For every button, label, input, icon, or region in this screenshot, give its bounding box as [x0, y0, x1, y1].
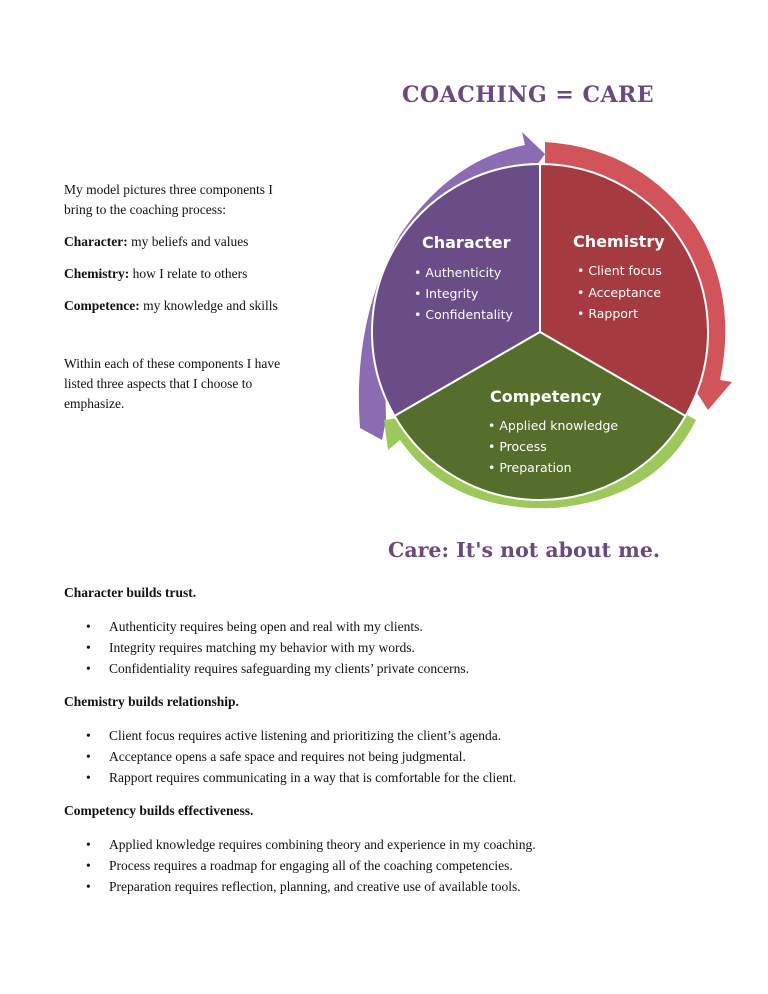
- section-heading-character: Character builds trust.: [64, 585, 197, 600]
- intro-desc: my beliefs and values: [127, 234, 249, 249]
- bullet-icon: •: [86, 749, 91, 764]
- sections: Character builds trust. • Authenticity re…: [64, 584, 744, 911]
- list-item-text: Preparation requires reflection, plannin…: [109, 879, 521, 894]
- list-item: • Applied knowledge requires combining th…: [64, 834, 744, 855]
- bullet-icon: •: [86, 879, 91, 894]
- competency-heading: Competency: [490, 387, 602, 406]
- bullet-icon: •: [86, 640, 91, 655]
- intro-paragraph: My model pictures three components I bri…: [64, 182, 273, 217]
- list-item: • Client focus requires active listening …: [64, 725, 744, 746]
- list-item: • Authenticity requires being open and re…: [64, 616, 744, 637]
- intro-term: Competence:: [64, 298, 140, 313]
- intro-item-competence: Competence: my knowledge and skills: [64, 296, 304, 316]
- care-tagline: Care: It's not about me.: [388, 538, 661, 562]
- intro-desc: my knowledge and skills: [139, 298, 278, 313]
- chemistry-item: • Client focus: [577, 263, 662, 278]
- competency-item: • Applied knowledge: [488, 418, 618, 433]
- chemistry-segment: [539, 162, 709, 418]
- list-item: • Acceptance opens a safe space and requi…: [64, 746, 744, 767]
- list-item: • Confidentiality requires safeguarding m…: [64, 658, 744, 679]
- intro-text: My model pictures three components I bri…: [64, 180, 304, 426]
- bullet-icon: •: [86, 728, 91, 743]
- section-heading-chemistry: Chemistry builds relationship.: [64, 694, 239, 709]
- character-segment: [371, 162, 541, 418]
- chemistry-item: • Rapport: [577, 306, 638, 321]
- section-list-character: • Authenticity requires being open and re…: [64, 616, 744, 679]
- bullet-icon: •: [86, 770, 91, 785]
- intro-item-character: Character: my beliefs and values: [64, 232, 304, 252]
- bullet-icon: •: [86, 661, 91, 676]
- bullet-icon: •: [86, 619, 91, 634]
- competency-arrow: [384, 410, 696, 509]
- character-item: • Authenticity: [414, 265, 502, 280]
- list-item-text: Client focus requires active listening a…: [109, 728, 502, 743]
- character-heading: Character: [422, 233, 511, 252]
- list-item-text: Integrity requires matching my behavior …: [109, 640, 415, 655]
- section-list-chemistry: • Client focus requires active listening …: [64, 725, 744, 788]
- competency-item: • Process: [488, 439, 547, 454]
- competency-segment: [393, 330, 687, 501]
- list-item-text: Applied knowledge requires combining the…: [109, 837, 536, 852]
- list-item-text: Authenticity requires being open and rea…: [109, 619, 423, 634]
- bullet-icon: •: [86, 858, 91, 873]
- list-item: • Integrity requires matching my behavior…: [64, 637, 744, 658]
- intro-term: Chemistry:: [64, 266, 130, 281]
- coaching-diagram: Character • Authenticity • Integrity • C…: [340, 120, 740, 520]
- main-title: COACHING = CARE: [402, 82, 655, 108]
- competency-item: • Preparation: [488, 460, 572, 475]
- intro-term: Character:: [64, 234, 128, 249]
- list-item: • Rapport requires communicating in a way…: [64, 767, 744, 788]
- list-item-text: Process requires a roadmap for engaging …: [109, 858, 513, 873]
- intro-paragraph-2: Within each of these components I have l…: [64, 356, 281, 411]
- chemistry-item: • Acceptance: [577, 285, 661, 300]
- coaching-diagram-svg: Character • Authenticity • Integrity • C…: [358, 132, 732, 509]
- list-item: • Preparation requires reflection, planni…: [64, 876, 744, 897]
- intro-desc: how I relate to others: [129, 266, 248, 281]
- section-heading-competency: Competency builds effectiveness.: [64, 803, 254, 818]
- character-item: • Integrity: [414, 286, 479, 301]
- list-item-text: Acceptance opens a safe space and requir…: [109, 749, 466, 764]
- list-item-text: Rapport requires communicating in a way …: [109, 770, 517, 785]
- list-item: • Process requires a roadmap for engaging…: [64, 855, 744, 876]
- bullet-icon: •: [86, 837, 91, 852]
- chemistry-heading: Chemistry: [573, 232, 665, 251]
- intro-item-chemistry: Chemistry: how I relate to others: [64, 264, 304, 284]
- section-list-competency: • Applied knowledge requires combining th…: [64, 834, 744, 897]
- list-item-text: Confidentiality requires safeguarding my…: [109, 661, 470, 676]
- character-item: • Confidentality: [414, 307, 513, 322]
